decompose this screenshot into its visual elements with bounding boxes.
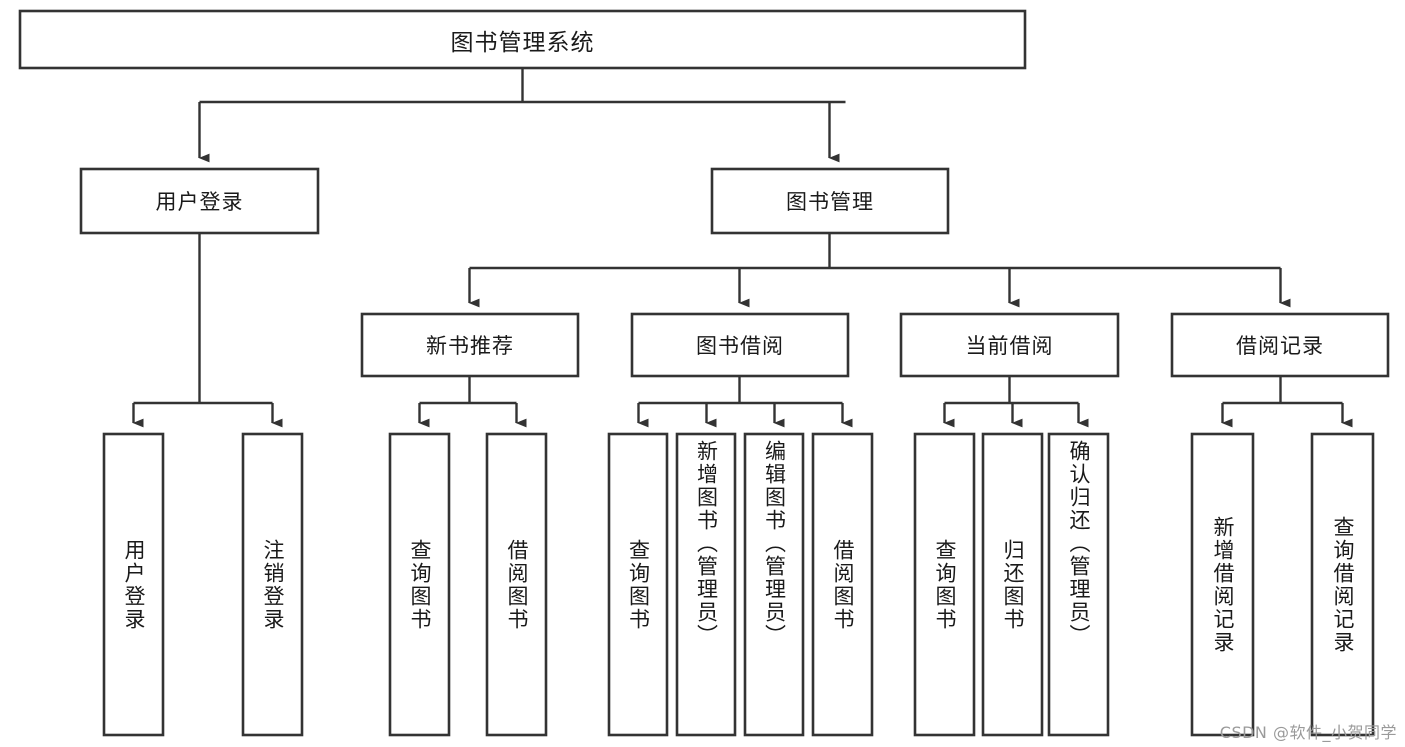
edges-borrow-record-to-leaves [1221, 376, 1353, 428]
node-leaf-query-borrow-record[interactable] [1310, 432, 1375, 737]
node-new-book-recommend[interactable] [360, 312, 580, 378]
edges-new-book-recommend-to-leaves [418, 376, 527, 428]
node-leaf-user-login[interactable] [102, 432, 165, 737]
node-root[interactable] [18, 9, 1027, 70]
node-current-borrow[interactable] [899, 312, 1120, 378]
edges-user-login-to-leaves [132, 233, 283, 428]
node-user-login[interactable] [79, 167, 320, 235]
node-leaf-borrow-book-1[interactable] [485, 432, 548, 737]
edges-root-to-level2 [198, 68, 846, 163]
node-leaf-logout[interactable] [241, 432, 304, 737]
node-leaf-return-book[interactable] [981, 432, 1044, 737]
edges-current-borrow-to-leaves [943, 376, 1089, 428]
node-leaf-query-book-1[interactable] [388, 432, 451, 737]
node-leaf-confirm-return-admin[interactable] [1047, 432, 1110, 737]
node-leaf-query-book-2[interactable] [607, 432, 669, 737]
edges-book-borrow-to-leaves [637, 376, 853, 428]
node-leaf-borrow-book-2[interactable] [811, 432, 874, 737]
node-leaf-query-book-3[interactable] [913, 432, 976, 737]
edges-book-manage-to-level3 [468, 233, 1291, 308]
node-book-manage[interactable] [710, 167, 950, 235]
watermark-text: CSDN @软件_小贺同学 [1219, 723, 1397, 742]
node-borrow-record[interactable] [1170, 312, 1390, 378]
node-book-borrow[interactable] [630, 312, 850, 378]
node-leaf-edit-book-admin[interactable] [743, 432, 805, 737]
node-leaf-add-borrow-record[interactable] [1190, 432, 1255, 737]
node-leaf-add-book-admin[interactable] [675, 432, 737, 737]
